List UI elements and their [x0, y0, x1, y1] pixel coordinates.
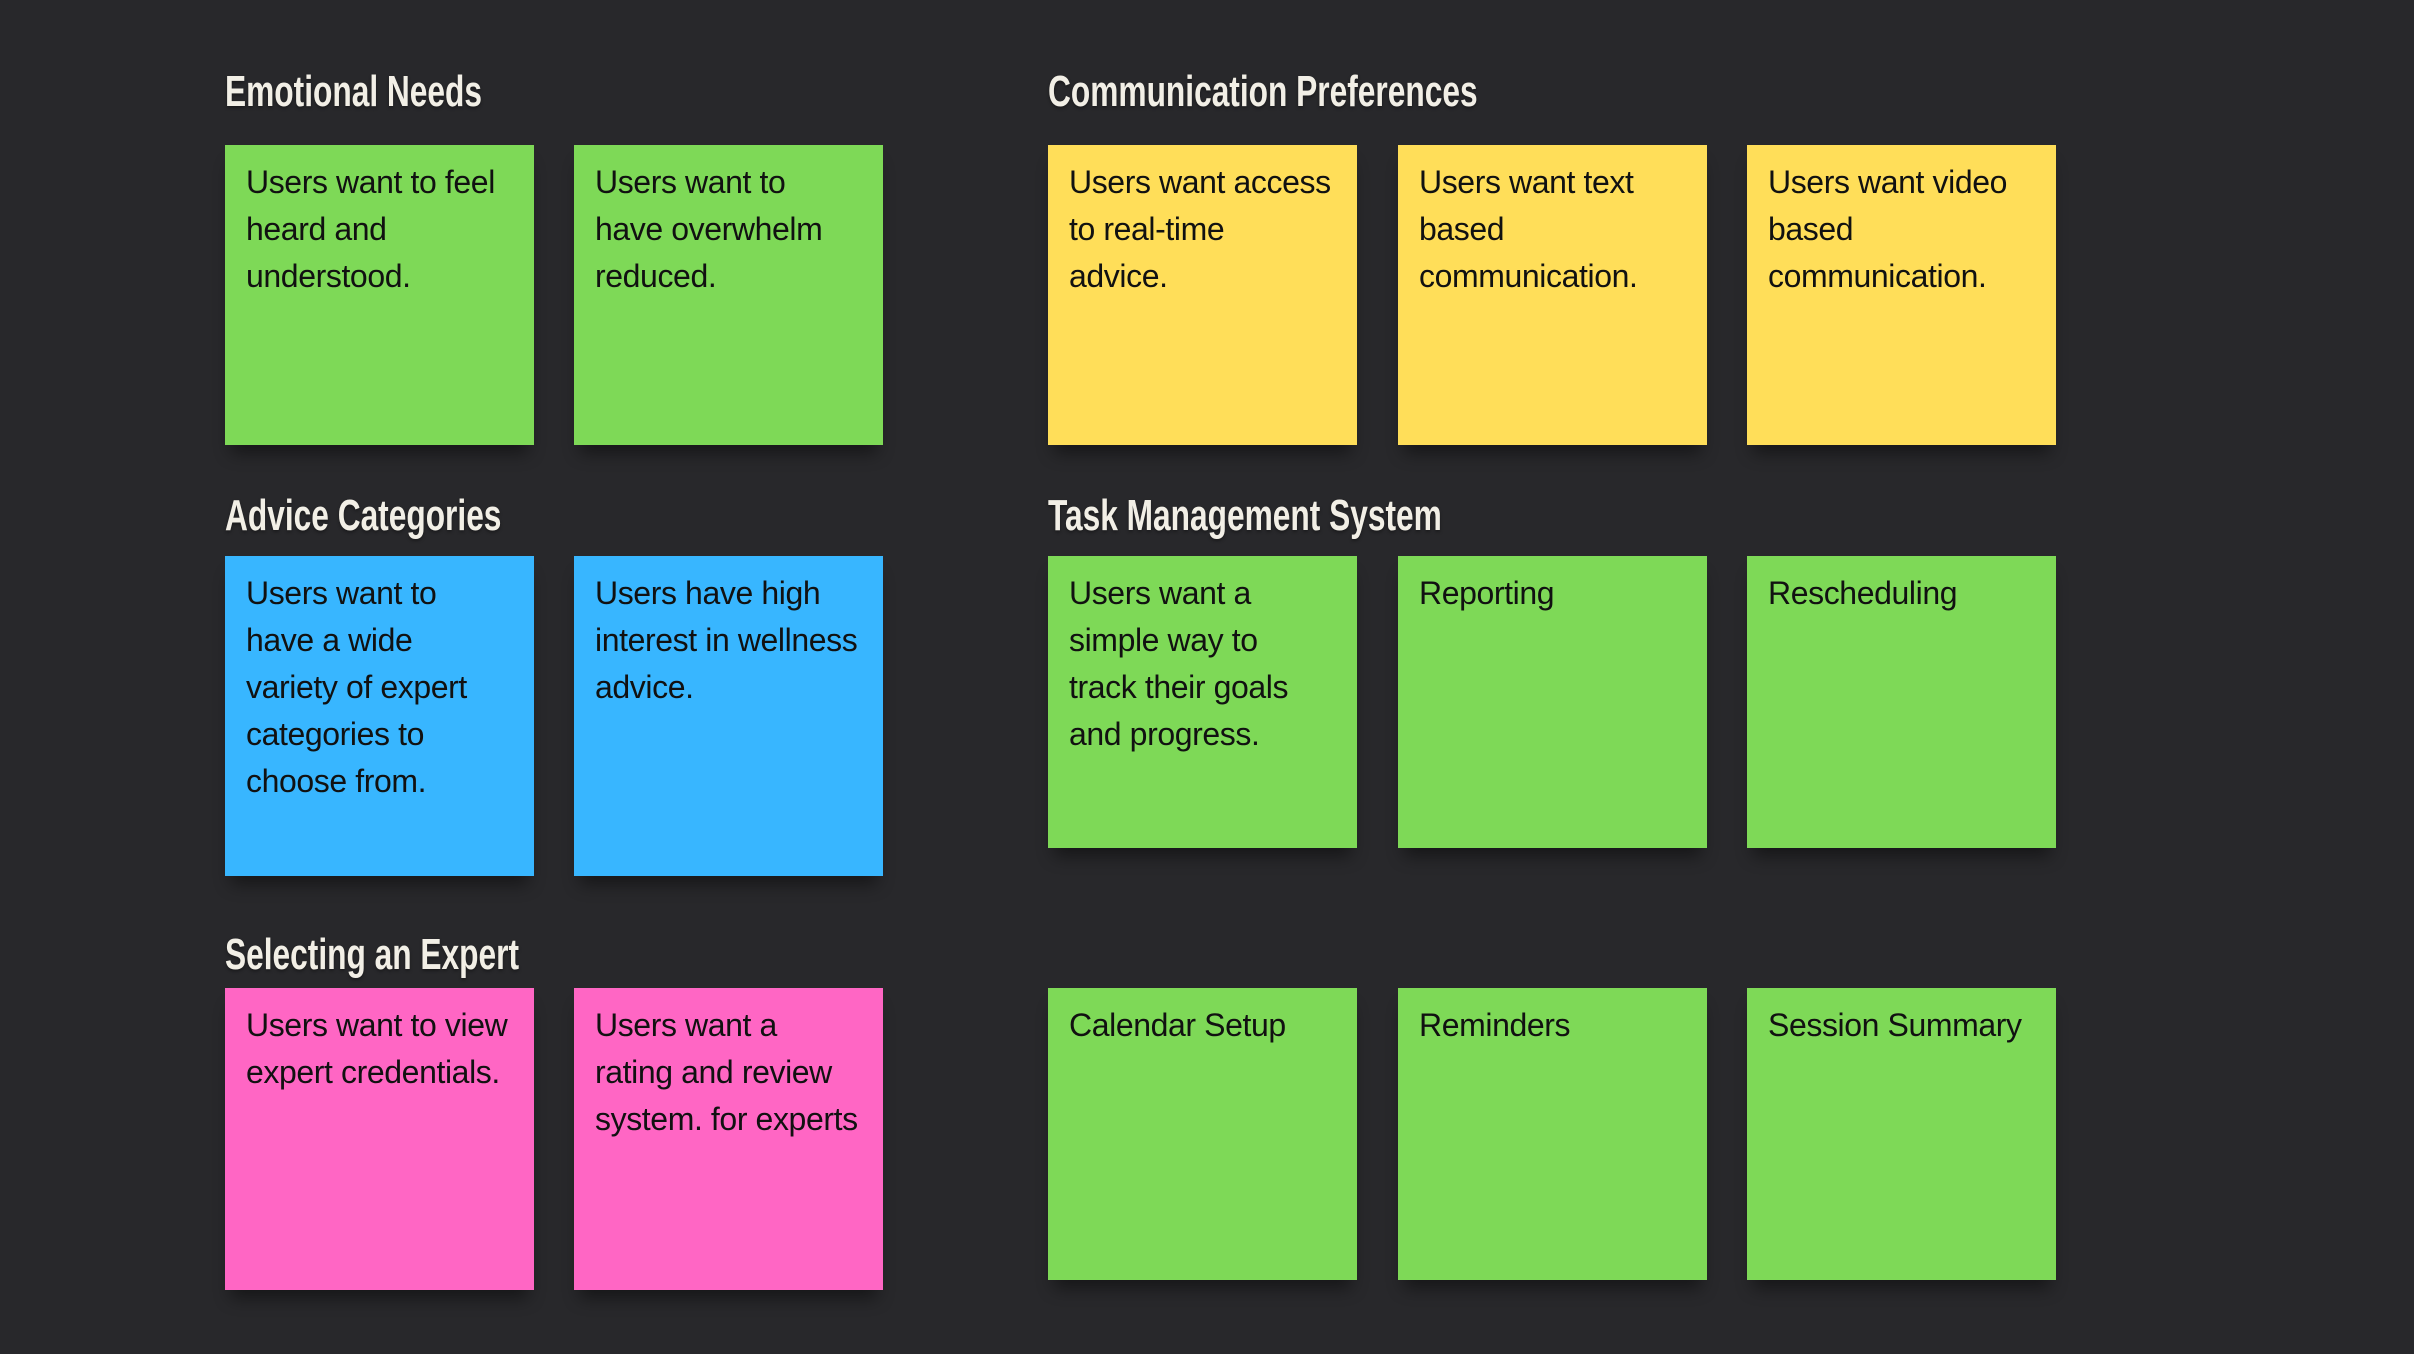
sticky-note-text: Users want to view expert credentials. — [246, 1007, 508, 1090]
sticky-note-text: Users want a simple way to track their g… — [1069, 575, 1289, 752]
sticky-note[interactable]: Users want video based communication. — [1747, 145, 2056, 445]
sticky-note-text: Users want text based communication. — [1419, 164, 1638, 294]
sticky-note[interactable]: Users want to have a wide variety of exp… — [225, 556, 534, 876]
sticky-note[interactable]: Users want access to real-time advice. — [1048, 145, 1357, 445]
sticky-note-text: Reminders — [1419, 1007, 1571, 1043]
heading-task-management-system[interactable]: Task Management System — [1048, 491, 1442, 540]
sticky-note[interactable]: Reporting — [1398, 556, 1707, 848]
sticky-note-text: Users want to feel heard and understood. — [246, 164, 495, 294]
sticky-note[interactable]: Users want text based communication. — [1398, 145, 1707, 445]
sticky-note-text: Users want to have overwhelm reduced. — [595, 164, 823, 294]
sticky-note-text: Users want a rating and review system. f… — [595, 1007, 858, 1137]
sticky-note-text: Users want video based communication. — [1768, 164, 2008, 294]
heading-emotional-needs[interactable]: Emotional Needs — [225, 67, 483, 116]
sticky-note[interactable]: Session Summary — [1747, 988, 2056, 1280]
heading-communication-preferences[interactable]: Communication Preferences — [1048, 67, 1478, 116]
sticky-note[interactable]: Users want a rating and review system. f… — [574, 988, 883, 1290]
sticky-note[interactable]: Users want to feel heard and understood. — [225, 145, 534, 445]
sticky-note-text: Users have high interest in wellness adv… — [595, 575, 858, 705]
sticky-note-text: Calendar Setup — [1069, 1007, 1286, 1043]
sticky-note[interactable]: Calendar Setup — [1048, 988, 1357, 1280]
sticky-note[interactable]: Users want to have overwhelm reduced. — [574, 145, 883, 445]
sticky-note[interactable]: Reminders — [1398, 988, 1707, 1280]
heading-selecting-an-expert[interactable]: Selecting an Expert — [225, 930, 520, 979]
sticky-note-text: Reporting — [1419, 575, 1555, 611]
sticky-note-text: Session Summary — [1768, 1007, 2022, 1043]
sticky-note-text: Users want access to real-time advice. — [1069, 164, 1331, 294]
sticky-note[interactable]: Users have high interest in wellness adv… — [574, 556, 883, 876]
heading-advice-categories[interactable]: Advice Categories — [225, 491, 502, 540]
sticky-note[interactable]: Users want to view expert credentials. — [225, 988, 534, 1290]
sticky-note-text: Rescheduling — [1768, 575, 1958, 611]
sticky-note-text: Users want to have a wide variety of exp… — [246, 575, 467, 799]
sticky-note[interactable]: Rescheduling — [1747, 556, 2056, 848]
sticky-note[interactable]: Users want a simple way to track their g… — [1048, 556, 1357, 848]
